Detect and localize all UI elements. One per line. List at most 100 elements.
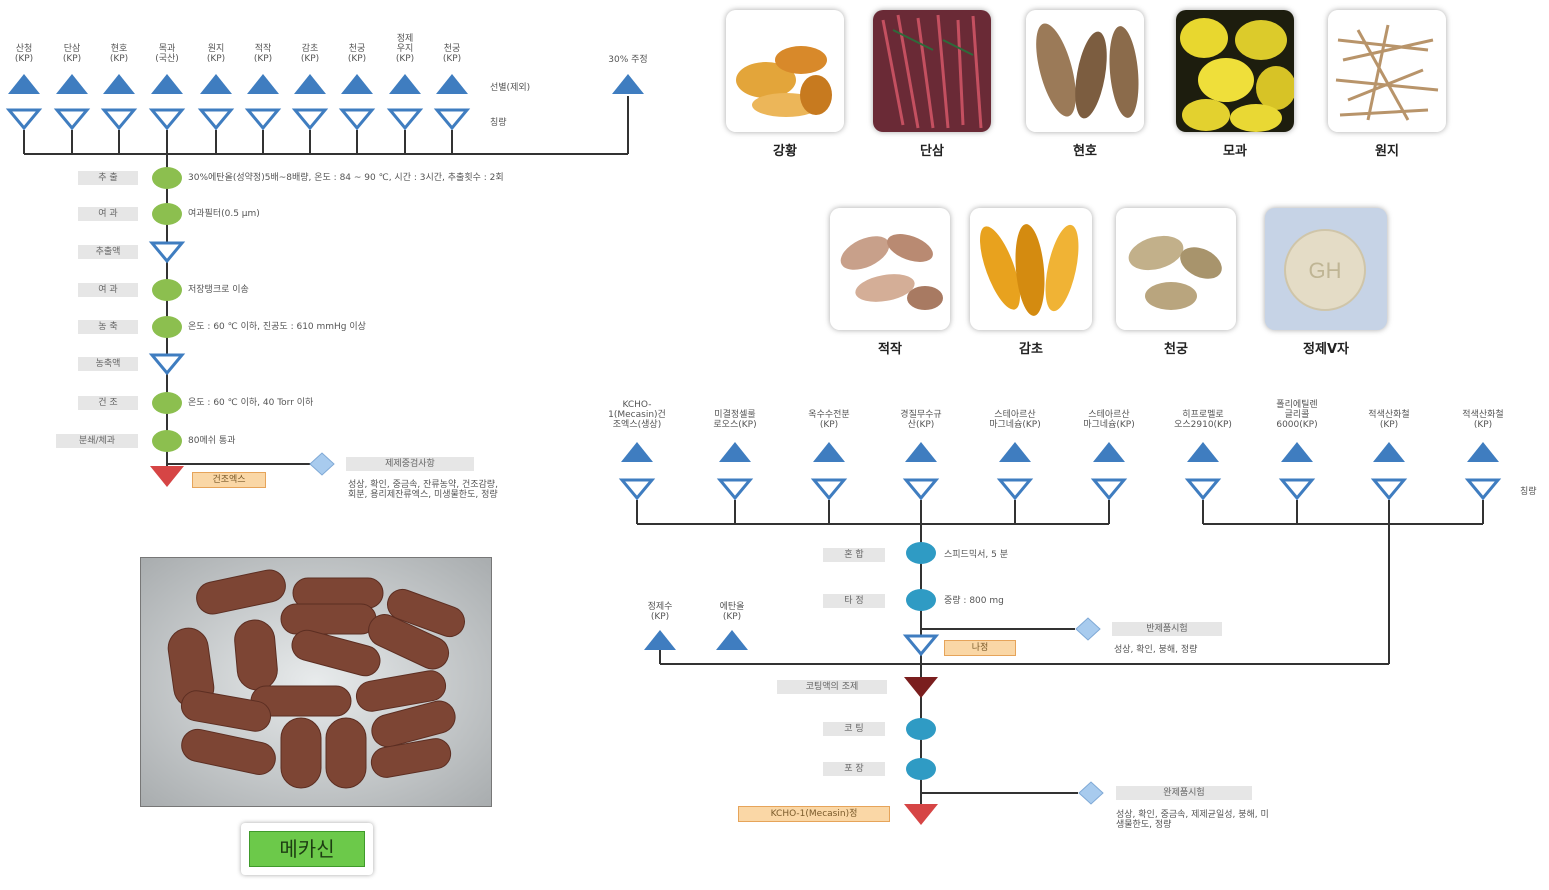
left-input-label: 단삼 (KP) xyxy=(62,44,82,64)
gamcho-image xyxy=(970,208,1092,330)
right-row-label-weigh: 칭량 xyxy=(1520,487,1537,497)
right-extra-input-label: 에탄올 (KP) xyxy=(719,602,745,622)
right-weigh-marker xyxy=(618,478,656,501)
left-input-arrow xyxy=(103,74,135,94)
right-coating-triangle xyxy=(904,677,938,698)
product-image-gamcho xyxy=(970,208,1092,330)
right-test1-diamond xyxy=(1075,617,1101,641)
product-image-hyeonho xyxy=(1026,10,1144,132)
right-input-label: 폴리에틸렌 글리콜 6000(KP) xyxy=(1276,400,1318,430)
product-image-turmeric xyxy=(726,10,844,132)
right-input-label: 스테아르산 마그네슘(KP) xyxy=(989,410,1041,430)
left-input-arrow xyxy=(200,74,232,94)
hyeonho-image xyxy=(1026,10,1144,132)
left-solvent-label: 30% 주정 xyxy=(608,55,648,65)
product-image-jeokjak xyxy=(830,208,950,330)
right-input-arrow xyxy=(905,442,937,462)
right-step-circle xyxy=(906,758,936,780)
left-input-label: 감초 (KP) xyxy=(300,44,320,64)
left-input-label: 산청 (KP) xyxy=(14,44,34,64)
left-input-arrow xyxy=(341,74,373,94)
right-input-arrow xyxy=(1281,442,1313,462)
right-input-arrow xyxy=(621,442,653,462)
right-input-label: 옥수수전분 (KP) xyxy=(808,410,850,430)
right-weigh-marker xyxy=(810,478,848,501)
left-weigh-marker xyxy=(244,108,282,131)
left-end-box: 건조엑스 xyxy=(192,472,266,488)
left-input-arrow xyxy=(8,74,40,94)
left-step-desc: 여과필터(0.5 μm) xyxy=(188,209,260,219)
product-label-4: 모과 xyxy=(1223,144,1247,159)
wonji-image xyxy=(1328,10,1446,132)
left-step-box: 농 축 xyxy=(78,320,138,334)
dansam-image xyxy=(873,10,991,132)
product-image-mogwa xyxy=(1176,10,1294,132)
right-core-marker xyxy=(902,634,940,657)
right-end-triangle xyxy=(904,804,938,825)
right-step-circle xyxy=(906,718,936,740)
right-weigh-marker xyxy=(1464,478,1502,501)
right-input-arrow xyxy=(1187,442,1219,462)
right-step-box: 혼 합 xyxy=(823,548,885,562)
left-test-box: 제제중검사항 xyxy=(346,457,474,471)
left-input-label: 적작 (KP) xyxy=(253,44,273,64)
left-test-desc: 성상, 확인, 중금속, 잔류농약, 건조감량, 회분, 용리제잔류엑스, 미생… xyxy=(348,480,498,500)
left-input-label: 정제 우지 (KP) xyxy=(395,34,415,64)
product-label-7: 감초 xyxy=(1019,342,1043,357)
left-input-arrow xyxy=(436,74,468,94)
left-row-label-weigh: 칭량 xyxy=(490,118,507,128)
right-test2-diamond xyxy=(1078,781,1104,805)
right-weigh-marker xyxy=(902,478,940,501)
product-label-5: 원지 xyxy=(1375,144,1399,159)
product-label-1: 강황 xyxy=(773,144,797,159)
left-weigh-marker xyxy=(338,108,376,131)
right-weigh-marker xyxy=(1370,478,1408,501)
right-extra-input-arrow xyxy=(644,630,676,650)
left-intermediate-marker xyxy=(148,353,186,376)
jeokjak-image xyxy=(830,208,950,330)
left-weigh-marker xyxy=(148,108,186,131)
right-weigh-marker xyxy=(1278,478,1316,501)
product-image-dansam xyxy=(873,10,991,132)
left-input-label: 목과 (국산) xyxy=(155,44,179,64)
left-step-box: 여 과 xyxy=(78,283,138,297)
tablet-stamp-text: GH xyxy=(1309,258,1342,283)
right-test2-box: 완제품시험 xyxy=(1116,786,1252,800)
final-product-name-badge: 메카신 xyxy=(241,823,373,875)
left-step-circle xyxy=(152,279,182,301)
right-input-label: 미결정셀룰 로오스(KP) xyxy=(713,410,757,430)
right-input-arrow xyxy=(1373,442,1405,462)
right-step-desc: 스피드믹서, 5 분 xyxy=(944,550,1008,560)
right-test1-desc: 성상, 확인, 붕해, 정량 xyxy=(1114,645,1198,655)
right-test1-box: 반제품시험 xyxy=(1112,622,1222,636)
right-weigh-marker xyxy=(1184,478,1222,501)
product-image-wonji xyxy=(1328,10,1446,132)
right-weigh-marker xyxy=(1090,478,1128,501)
right-step-box: 포 장 xyxy=(823,762,885,776)
turmeric-image xyxy=(726,10,844,132)
final-product-name: 메카신 xyxy=(249,831,365,867)
left-step-circle xyxy=(152,430,182,452)
left-weigh-marker xyxy=(386,108,424,131)
left-weigh-marker xyxy=(197,108,235,131)
product-image-cheongung xyxy=(1116,208,1236,330)
right-extra-input-arrow xyxy=(716,630,748,650)
left-input-label: 천궁 (KP) xyxy=(347,44,367,64)
left-end-triangle xyxy=(150,466,184,487)
left-input-label: 천궁 (KP) xyxy=(442,44,462,64)
product-image-tablet: GH xyxy=(1265,208,1387,330)
tablet-stamp-image: GH xyxy=(1265,208,1387,330)
right-input-label: 적색산화철 (KP) xyxy=(1368,410,1410,430)
right-input-arrow xyxy=(719,442,751,462)
left-step-box: 건 조 xyxy=(78,396,138,410)
left-intermediate-marker xyxy=(148,241,186,264)
mogwa-image xyxy=(1176,10,1294,132)
left-weigh-marker xyxy=(433,108,471,131)
right-input-label: 스테아르산 마그네슘(KP) xyxy=(1083,410,1135,430)
left-step-desc: 온도 : 60 ℃ 이하, 진공도 : 610 mmHg 이상 xyxy=(188,322,366,332)
left-input-arrow xyxy=(56,74,88,94)
left-step-box: 추 출 xyxy=(78,171,138,185)
left-weigh-marker xyxy=(100,108,138,131)
left-input-arrow xyxy=(151,74,183,94)
